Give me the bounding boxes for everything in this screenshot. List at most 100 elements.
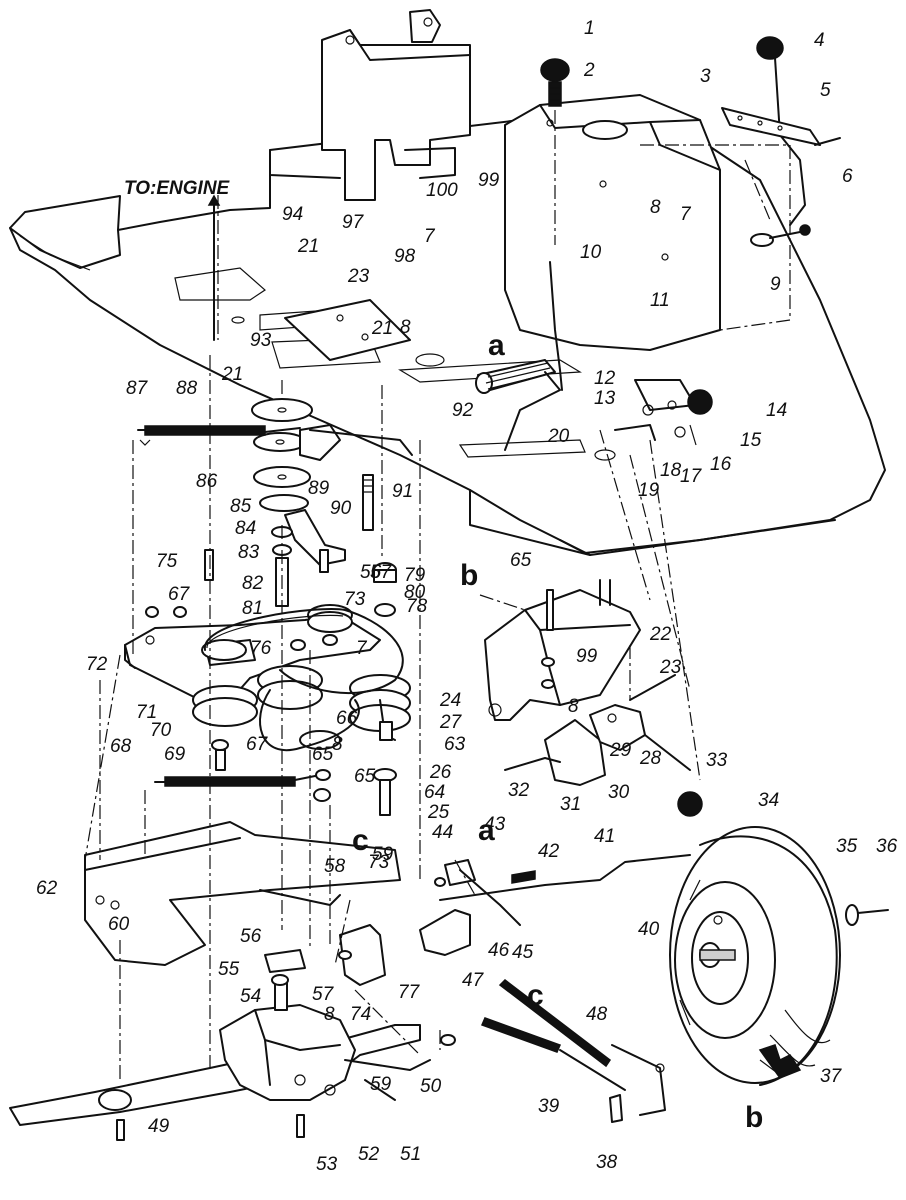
brake-linkage bbox=[419, 854, 691, 1123]
part-number: 34 bbox=[758, 790, 779, 811]
section-letter-b: b bbox=[745, 1101, 763, 1134]
part-number: 83 bbox=[238, 542, 260, 563]
part-number: 15 bbox=[740, 430, 762, 451]
part-number: 7 bbox=[424, 226, 436, 247]
part-number: 14 bbox=[766, 400, 787, 421]
part-number: 72 bbox=[86, 654, 108, 675]
part-number: 76 bbox=[250, 638, 272, 659]
part-number: 67 bbox=[168, 584, 191, 605]
part-number: 65 bbox=[354, 766, 376, 787]
part-number: 68 bbox=[110, 736, 132, 757]
part-number: 82 bbox=[242, 573, 264, 594]
part-number: 31 bbox=[560, 794, 581, 815]
part-number: 8 bbox=[400, 317, 411, 338]
part-number: 11 bbox=[650, 290, 670, 311]
part-number: 89 bbox=[308, 478, 330, 499]
part-number: 58 bbox=[324, 856, 346, 877]
drive-plate-belts bbox=[124, 604, 411, 816]
part-number: 8 bbox=[332, 734, 343, 755]
part-number: 49 bbox=[148, 1116, 170, 1137]
part-number: 54 bbox=[240, 986, 261, 1007]
part-number: 75 bbox=[156, 551, 178, 572]
part-number: 1 bbox=[584, 18, 595, 39]
seat-support-bracket bbox=[321, 9, 471, 201]
part-number: 80 bbox=[404, 582, 426, 603]
part-number: 78 bbox=[406, 596, 428, 617]
clutch-pedal bbox=[475, 359, 561, 451]
section-letter-a: a bbox=[478, 814, 495, 847]
part-number: 35 bbox=[836, 836, 858, 857]
part-number: 46 bbox=[488, 940, 510, 961]
section-letter-a: a bbox=[488, 329, 505, 362]
part-number: 62 bbox=[36, 878, 58, 899]
part-number: 27 bbox=[439, 712, 463, 733]
part-number: 3 bbox=[700, 66, 711, 87]
part-number: 56 bbox=[360, 562, 382, 583]
part-number: 55 bbox=[218, 959, 240, 980]
part-number: 20 bbox=[547, 426, 570, 447]
part-number: 28 bbox=[639, 748, 662, 769]
part-number: 99 bbox=[478, 170, 500, 191]
section-letter-b: b bbox=[460, 559, 478, 592]
part-number: 7 bbox=[356, 638, 368, 659]
transaxle bbox=[9, 924, 431, 1141]
speed-lever-assembly bbox=[721, 36, 841, 247]
part-number: 52 bbox=[358, 1144, 380, 1165]
part-number: 57 bbox=[312, 984, 335, 1005]
part-number: 84 bbox=[235, 518, 256, 539]
part-number: 73 bbox=[344, 589, 366, 610]
section-letters: a b c a b c bbox=[352, 329, 763, 1134]
part-number: 57 bbox=[370, 562, 393, 583]
part-number: 2 bbox=[583, 60, 595, 81]
small-hardware bbox=[145, 474, 397, 618]
part-number: 16 bbox=[710, 454, 732, 475]
part-number: 39 bbox=[538, 1096, 560, 1117]
part-number: 43 bbox=[484, 814, 506, 835]
part-number: 66 bbox=[336, 708, 358, 729]
part-number: 8 bbox=[568, 696, 579, 717]
part-number: 79 bbox=[404, 565, 426, 586]
part-number: 48 bbox=[586, 1004, 608, 1025]
part-number: 21 bbox=[371, 318, 393, 339]
section-letter-c: c bbox=[352, 824, 369, 857]
part-number: 8 bbox=[324, 1004, 335, 1025]
part-number: 87 bbox=[126, 378, 149, 399]
part-number: 18 bbox=[660, 460, 682, 481]
part-number: 6 bbox=[842, 166, 853, 187]
part-number: 59 bbox=[370, 1074, 392, 1095]
svg-text:TO:ENGINE: TO:ENGINE bbox=[124, 178, 231, 199]
part-number: 74 bbox=[350, 1004, 371, 1025]
part-number: 4 bbox=[814, 30, 825, 51]
part-number: 21 bbox=[297, 236, 319, 257]
part-number: 19 bbox=[638, 480, 660, 501]
engine-label: TO:ENGINE bbox=[124, 178, 231, 341]
part-number: 21 bbox=[221, 364, 243, 385]
part-number: 100 bbox=[426, 180, 458, 201]
part-number: 25 bbox=[427, 802, 450, 823]
part-number: 9 bbox=[770, 274, 781, 295]
part-number: 59 bbox=[372, 844, 394, 865]
part-number: 12 bbox=[594, 368, 616, 389]
assembly-guide-lines bbox=[84, 110, 771, 1080]
pedal-bracket bbox=[484, 579, 691, 786]
part-number: 98 bbox=[394, 246, 416, 267]
console-panel bbox=[504, 94, 791, 351]
part-number: 8 bbox=[650, 197, 661, 218]
part-number: 86 bbox=[196, 471, 218, 492]
part-number: 53 bbox=[316, 1154, 338, 1175]
part-number: 94 bbox=[282, 204, 303, 225]
part-number: 38 bbox=[596, 1152, 618, 1173]
part-number: 91 bbox=[392, 481, 413, 502]
part-number: 85 bbox=[230, 496, 252, 517]
part-number: 45 bbox=[512, 942, 534, 963]
part-number: 73 bbox=[368, 852, 390, 873]
part-number: 50 bbox=[420, 1076, 442, 1097]
part-number: 64 bbox=[424, 782, 445, 803]
part-number: 47 bbox=[462, 970, 485, 991]
part-number: 93 bbox=[250, 330, 272, 351]
section-letter-c: c bbox=[527, 979, 544, 1012]
shift-knob-assembly bbox=[540, 58, 570, 107]
part-number: 71 bbox=[136, 702, 157, 723]
part-number: 36 bbox=[876, 836, 898, 857]
